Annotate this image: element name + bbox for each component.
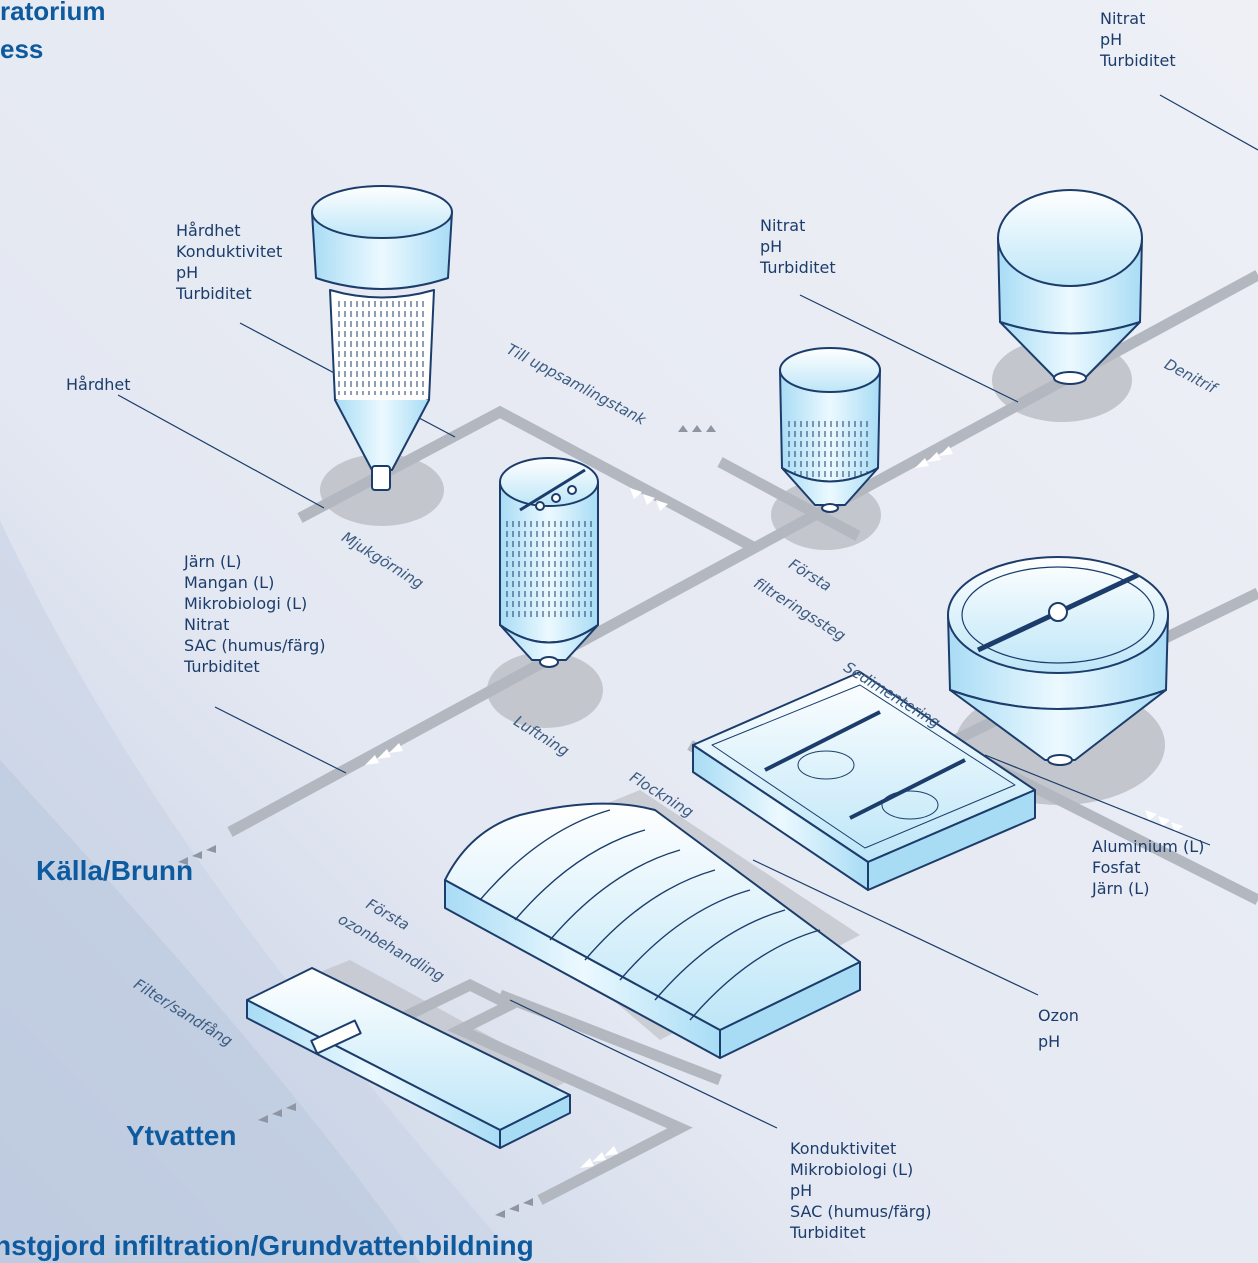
ozonation-building — [444, 802, 861, 1059]
param-item: Turbiditet — [790, 1223, 866, 1242]
param-item: Mikrobiologi (L) — [184, 594, 308, 613]
page-title-line2: ess — [0, 34, 44, 64]
param-item: pH — [760, 237, 783, 256]
param-item: Nitrat — [1100, 9, 1146, 28]
denitrification-tank — [997, 189, 1143, 385]
param-item: Mikrobiologi (L) — [790, 1160, 914, 1179]
aeration-tank — [499, 457, 599, 668]
params-aeration: Järn (L) Mangan (L) Mikrobiologi (L) Nit… — [184, 551, 325, 677]
param-item: pH — [1038, 1032, 1061, 1051]
source-well-label: Källa/Brunn — [36, 855, 194, 886]
param-item: Järn (L) — [1092, 879, 1150, 898]
softener-tank — [311, 185, 453, 491]
param-item: pH — [1100, 30, 1123, 49]
param-item: Hårdhet — [176, 221, 241, 240]
params-sedimentation: Aluminium (L) Fosfat Järn (L) — [1092, 836, 1204, 899]
param-item: SAC (humus/färg) — [184, 636, 326, 655]
param-item: Turbiditet — [760, 258, 836, 277]
flow-arrows — [365, 446, 1183, 1168]
flocculation-basin — [692, 671, 1036, 891]
param-item: Fosfat — [1092, 858, 1141, 877]
param-item: Hårdhet — [66, 375, 131, 394]
incoming-arrows — [178, 425, 716, 1218]
param-item: Järn (L) — [184, 552, 242, 571]
param-item: pH — [790, 1181, 813, 1200]
params-bottom: Konduktivitet Mikrobiologi (L) pH SAC (h… — [790, 1138, 931, 1243]
background-curve-2 — [0, 760, 420, 1263]
params-hardness-left: Hårdhet — [66, 374, 131, 395]
param-item: Ozon — [1038, 1006, 1079, 1025]
params-top-right: Nitrat pH Turbiditet — [1100, 8, 1176, 71]
param-item: Turbiditet — [184, 657, 260, 676]
source-infiltration-label: nstgjord infiltration/Grundvattenbildnin… — [0, 1230, 534, 1261]
page-title-line1: ratorium — [0, 0, 106, 26]
filtration-tank — [779, 347, 881, 513]
param-item: Konduktivitet — [176, 242, 283, 261]
param-item: Aluminium (L) — [1092, 837, 1205, 856]
params-softener: Hårdhet Konduktivitet pH Turbiditet — [176, 220, 282, 304]
param-item: Konduktivitet — [790, 1139, 897, 1158]
param-item: pH — [176, 263, 199, 282]
param-item: Turbiditet — [176, 284, 252, 303]
param-item: Nitrat — [184, 615, 230, 634]
source-surface-label: Ytvatten — [126, 1120, 237, 1151]
sedimentation-tank — [947, 556, 1169, 766]
param-item: Mangan (L) — [184, 573, 275, 592]
sand-trap-basin — [246, 967, 571, 1149]
param-item: SAC (humus/färg) — [790, 1202, 932, 1221]
params-filter-stage: Nitrat pH Turbiditet — [760, 215, 836, 278]
param-item: Turbiditet — [1100, 51, 1176, 70]
param-item: Nitrat — [760, 216, 806, 235]
leader-lines — [117, 94, 1258, 1129]
params-ozone: Ozon pH — [1038, 1003, 1079, 1055]
